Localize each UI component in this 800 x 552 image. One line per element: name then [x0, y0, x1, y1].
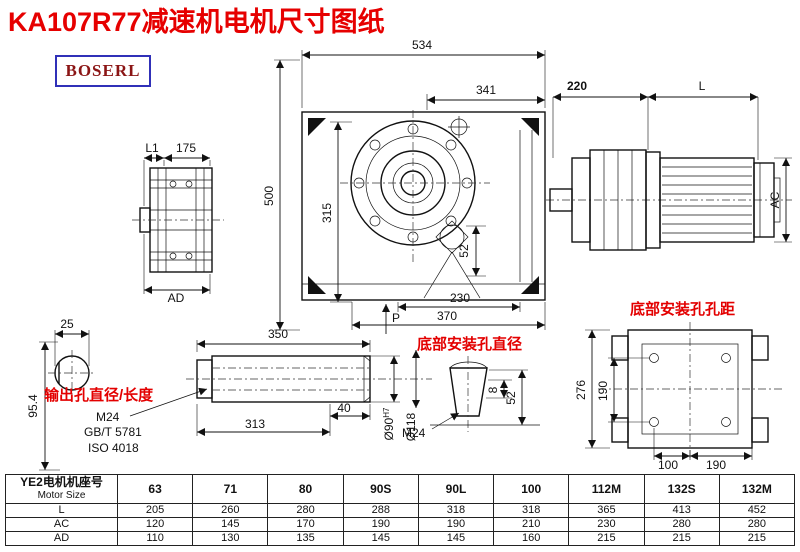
- table-size-cell: 112M: [568, 474, 645, 504]
- thread-m24-label: M24: [96, 410, 120, 424]
- page-title: KA107R77减速机电机尺寸图纸: [8, 7, 385, 37]
- table-cell: 145: [192, 517, 269, 532]
- dim-52-label: 52: [457, 244, 471, 258]
- table-cell: 120: [116, 517, 194, 532]
- dim-341-label: 341: [476, 83, 496, 97]
- table-cell: 215: [718, 531, 796, 546]
- table-size-cell: 90S: [342, 474, 419, 504]
- table-cell: 288: [342, 503, 419, 518]
- motor-side-view: [546, 149, 792, 251]
- dia-90-dim-label: Ø90H7: [382, 407, 396, 440]
- table-size-cell: 132S: [643, 474, 720, 504]
- technical-drawing: 534 341 500 315 52 230 370: [26, 38, 792, 472]
- output-hole-label: 输出孔直径/长度: [44, 386, 154, 404]
- table-cell: 145: [342, 531, 419, 546]
- table-row-label: AD: [5, 531, 118, 546]
- dim-190h-label: 190: [706, 458, 726, 472]
- gearbox-front-dimensions: 534 341 500 315 52 230 370: [262, 38, 546, 334]
- table-cell: 318: [417, 503, 495, 518]
- table-row-ac: AC 120 145 170 190 190 210 230 280 280: [5, 517, 796, 532]
- table-cell: 230: [568, 517, 645, 532]
- table-cell: 135: [267, 531, 344, 546]
- table-cell: 280: [718, 517, 796, 532]
- table-cell: 130: [192, 531, 269, 546]
- dim-ad-label: AD: [168, 291, 185, 305]
- bottom-hole-dia-label: 底部安装孔直径: [417, 335, 522, 353]
- dim-534-label: 534: [412, 38, 432, 52]
- dim-40-label: 40: [337, 401, 351, 415]
- table-cell: 170: [267, 517, 344, 532]
- table-cell: 280: [267, 503, 344, 518]
- shaft-end-view: 25 95.4: [26, 317, 96, 471]
- thread-m24b-label: M24: [402, 426, 426, 440]
- table-size-cell: 80: [267, 474, 344, 504]
- dim-ac-label: AC: [768, 191, 782, 208]
- table-row-l: L 205 260 280 288 318 318 365 413 452: [5, 503, 796, 518]
- output-flange-side-view: [132, 167, 224, 273]
- dim-276-label: 276: [574, 380, 588, 400]
- dim-313-label: 313: [245, 417, 265, 431]
- table-cell: 110: [116, 531, 194, 546]
- gearbox-front-view: [301, 110, 546, 301]
- dim-motor-l-label: L: [699, 79, 706, 93]
- table-size-cell: 100: [493, 474, 570, 504]
- dim-52b-label: 52: [504, 391, 518, 405]
- table-cell: 215: [643, 531, 720, 546]
- motor-size-table: YE2电机机座号 Motor Size 63 71 80 90S 90L 100…: [5, 474, 796, 546]
- brand-logo-text: BOSERL: [65, 61, 141, 80]
- table-size-cell: 90L: [417, 474, 495, 504]
- table-row-label: L: [5, 503, 118, 518]
- dim-230-label: 230: [450, 291, 470, 305]
- table-size-cell: 63: [116, 474, 194, 504]
- table-cell: 160: [493, 531, 570, 546]
- table-cell: 260: [192, 503, 269, 518]
- dim-190v-label: 190: [596, 381, 610, 401]
- dim-25-label: 25: [60, 317, 74, 331]
- bottom-hole-detail: 底部安装孔直径 8 52 M24: [402, 335, 540, 440]
- dim-100-label: 100: [658, 458, 678, 472]
- brand-logo: BOSERL: [55, 55, 151, 87]
- table-cell: 205: [116, 503, 194, 518]
- table-row-label: AC: [5, 517, 118, 532]
- table-header-en: Motor Size: [37, 490, 86, 501]
- table-header-cn: YE2电机机座号: [20, 475, 103, 489]
- output-flange-dimensions: L1 175 AD: [143, 141, 211, 305]
- table-row-ad: AD 110 130 135 145 145 160 215 215 215: [5, 531, 796, 546]
- motor-dimensions: 220 L AC: [552, 79, 792, 243]
- table-cell: 210: [493, 517, 570, 532]
- dim-p-label: P: [392, 311, 400, 325]
- dim-500-label: 500: [262, 186, 276, 206]
- dim-95-4-label: 95.4: [26, 394, 40, 418]
- table-size-cell: 132M: [718, 474, 796, 504]
- table-cell: 280: [643, 517, 720, 532]
- table-cell: 413: [643, 503, 720, 518]
- dim-8-label: 8: [486, 386, 500, 393]
- dim-175-label: 175: [176, 141, 196, 155]
- mount-bottom-view: 底部安装孔孔距 276 190 10: [574, 300, 782, 472]
- table-cell: 452: [718, 503, 796, 518]
- std-gb-label: GB/T 5781: [84, 425, 142, 439]
- dim-370-label: 370: [437, 309, 457, 323]
- table-cell: 190: [417, 517, 495, 532]
- dim-220-label: 220: [567, 79, 587, 93]
- dim-l1-label: L1: [145, 141, 159, 155]
- table-cell: 365: [568, 503, 645, 518]
- table-cell: 215: [568, 531, 645, 546]
- std-iso-label: ISO 4018: [88, 441, 139, 455]
- output-shaft-view: 350 40 313 输出孔直径/长度 M24 GB/T 5781 ISO 40…: [44, 327, 432, 455]
- dia-118-dim-label: Ø118: [404, 412, 418, 441]
- table-cell: 145: [417, 531, 495, 546]
- table-header-name-cell: YE2电机机座号 Motor Size: [5, 474, 118, 504]
- table-size-cell: 71: [192, 474, 269, 504]
- table-cell: 190: [342, 517, 419, 532]
- dim-350-label: 350: [268, 327, 288, 341]
- mount-spacing-label: 底部安装孔孔距: [630, 300, 735, 318]
- table-cell: 318: [493, 503, 570, 518]
- table-header-row: YE2电机机座号 Motor Size 63 71 80 90S 90L 100…: [5, 474, 796, 504]
- dim-315-label: 315: [320, 203, 334, 223]
